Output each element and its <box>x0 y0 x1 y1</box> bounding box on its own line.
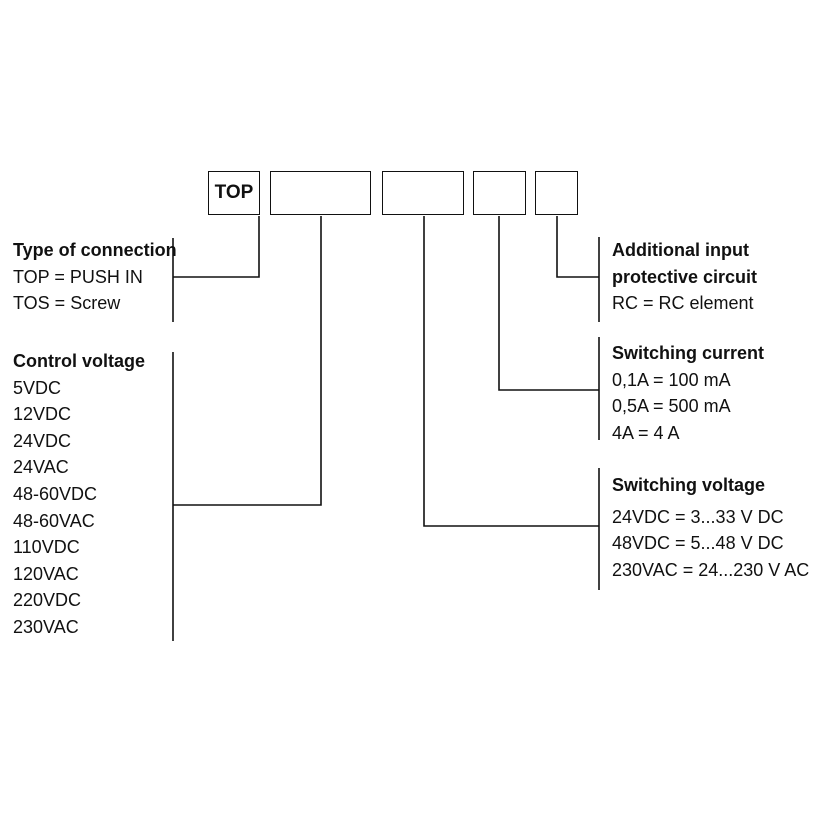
switching-voltage-option: 48VDC = 5...48 V DC <box>612 533 784 554</box>
switching-voltage-option: 24VDC = 3...33 V DC <box>612 506 784 527</box>
code-box-input-protection <box>535 171 578 215</box>
switching-voltage-leader <box>423 216 599 527</box>
code-box-connection-type: TOP <box>208 171 260 215</box>
input-protection-group: Additional input protective circuit RC =… <box>612 237 757 317</box>
connection-title: Type of connection <box>13 240 177 260</box>
connection-option: TOS = Screw <box>13 293 121 314</box>
control-voltage-option: 5VDC <box>13 377 62 398</box>
input-protection-title: protective circuit <box>612 266 758 287</box>
input-protection-leader <box>556 216 599 278</box>
code-box-control-voltage <box>270 171 371 215</box>
switching-current-option: 4A = 4 A <box>612 422 680 443</box>
control-voltage-title: Control voltage <box>13 351 146 371</box>
control-voltage-option: 48-60VDC <box>13 483 98 504</box>
control-voltage-option: 24VDC <box>13 430 72 451</box>
control-voltage-option: 48-60VAC <box>13 510 95 531</box>
switching-voltage-group: Switching voltage 24VDC = 3...33 V DC 48… <box>612 472 809 583</box>
control-voltage-group: Control voltage 5VDC 12VDC 24VDC 24VAC 4… <box>13 348 145 641</box>
switching-current-option: 0,1A = 100 mA <box>612 369 731 390</box>
switching-current-leader <box>498 216 599 391</box>
control-voltage-option: 110VDC <box>13 537 80 558</box>
code-box-switching-current <box>473 171 526 215</box>
input-protection-title: Additional input <box>612 240 749 260</box>
connection-group: Type of connection TOP = PUSH IN TOS = S… <box>13 237 177 317</box>
control-voltage-option: 12VDC <box>13 404 72 425</box>
switching-voltage-option: 230VAC = 24...230 V AC <box>612 559 810 580</box>
control-voltage-option: 220VDC <box>13 590 82 611</box>
code-box-switching-voltage <box>382 171 464 215</box>
code-box-label: TOP <box>214 182 254 203</box>
control-voltage-option: 120VAC <box>13 563 79 584</box>
input-protection-option: RC = RC element <box>612 293 754 314</box>
switching-current-title: Switching current <box>612 343 765 363</box>
switching-voltage-title: Switching voltage <box>612 475 766 495</box>
connection-leader <box>173 216 260 278</box>
control-voltage-option: 24VAC <box>13 457 69 478</box>
control-voltage-leader <box>173 216 322 506</box>
switching-current-group: Switching current 0,1A = 100 mA 0,5A = 5… <box>612 340 764 446</box>
control-voltage-option: 230VAC <box>13 616 79 637</box>
connection-option: TOP = PUSH IN <box>13 266 143 287</box>
switching-current-option: 0,5A = 500 mA <box>612 396 731 417</box>
